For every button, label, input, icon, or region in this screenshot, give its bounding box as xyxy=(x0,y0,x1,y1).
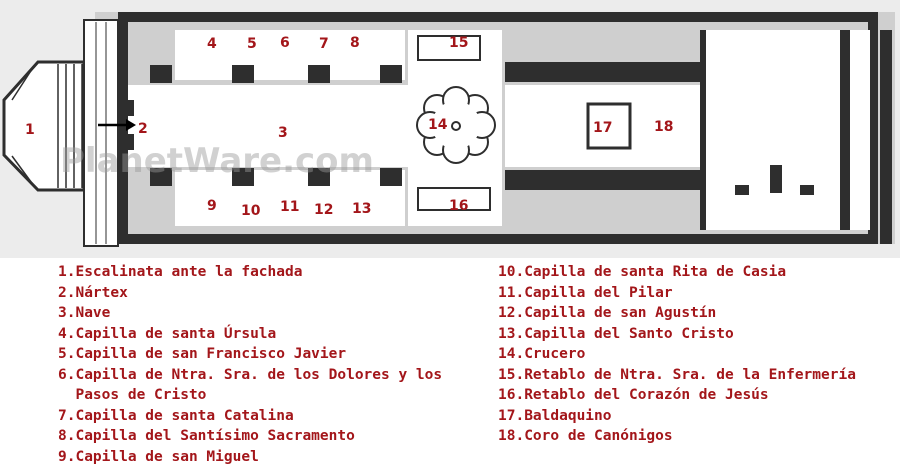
legend-text: Nártex xyxy=(75,284,128,301)
nave-piers xyxy=(124,30,850,230)
legend-item: 18.Coro de Canónigos xyxy=(498,426,893,447)
legend-item: 9.Capilla de san Miguel xyxy=(58,447,488,468)
legend-number: 13. xyxy=(498,325,525,342)
plan-label-16: 16 xyxy=(449,198,468,214)
legend-number: 1. xyxy=(58,264,76,280)
legend-number: 2. xyxy=(58,284,76,301)
plan-label-2: 2 xyxy=(138,121,148,137)
legend-number: 12. xyxy=(498,305,525,321)
legend-number: 11. xyxy=(498,284,525,301)
plan-label-17: 17 xyxy=(593,120,612,136)
nave-floor xyxy=(128,85,408,167)
plan-label-7: 7 xyxy=(319,36,329,52)
legend-text: Capilla del Santo Cristo xyxy=(524,325,734,342)
legend-text: Retablo de Ntra. Sra. de la Enfermería xyxy=(524,366,856,383)
plan-label-13: 13 xyxy=(352,201,371,217)
plan-label-9: 9 xyxy=(207,198,217,214)
legend-text: Capilla de Ntra. Sra. de los Dolores y l… xyxy=(75,366,443,404)
legend-text: Capilla de san Miguel xyxy=(75,448,259,465)
legend-right-column: 10.Capilla de santa Rita de Casia 11.Cap… xyxy=(498,262,893,447)
legend-item: 7.Capilla de santa Catalina xyxy=(58,406,488,427)
plan-label-6: 6 xyxy=(280,35,290,51)
watermark: PlanetWare.com xyxy=(60,141,374,181)
legend-text: Capilla de santa Úrsula xyxy=(75,325,277,342)
legend-text: Crucero xyxy=(524,346,586,362)
plan-label-15: 15 xyxy=(449,35,468,51)
legend-text: Capilla de santa Rita de Casia xyxy=(524,264,787,280)
entrance-steps xyxy=(2,19,119,247)
plan-label-10: 10 xyxy=(241,203,261,219)
legend-item: 2.Nártex xyxy=(58,283,488,304)
legend-left-column: 1.Escalinata ante la fachada 2.Nártex 3.… xyxy=(58,262,488,467)
legend-item: 10.Capilla de santa Rita de Casia xyxy=(498,262,893,283)
baldachin xyxy=(586,102,632,150)
legend-item: 17.Baldaquino xyxy=(498,406,893,427)
south-chapels-floor xyxy=(175,170,405,226)
legend-number: 4. xyxy=(58,325,76,342)
plan-label-14: 14 xyxy=(428,117,448,133)
legend-text: Coro de Canónigos xyxy=(524,428,673,444)
plan-label-1: 1 xyxy=(25,122,35,138)
dome-rosette xyxy=(416,86,496,164)
north-chapels-floor xyxy=(175,30,405,80)
legend-number: 17. xyxy=(498,407,525,424)
legend-item: 1.Escalinata ante la fachada xyxy=(58,262,488,283)
legend-number: 18. xyxy=(498,428,525,444)
legend-number: 6. xyxy=(58,366,76,383)
legend-text: Capilla de san Agustín xyxy=(524,305,717,321)
legend-number: 16. xyxy=(498,387,525,403)
legend-number: 3. xyxy=(58,305,76,321)
legend-text: Escalinata ante la fachada xyxy=(75,264,303,280)
legend-number: 14. xyxy=(498,346,525,362)
legend-number: 15. xyxy=(498,366,525,383)
plan-label-12: 12 xyxy=(314,202,333,218)
legend-text: Nave xyxy=(75,305,111,321)
legend-item: 4.Capilla de santa Úrsula xyxy=(58,324,488,345)
legend-text: Baldaquino xyxy=(524,407,612,424)
legend-item: 11.Capilla del Pilar xyxy=(498,283,893,304)
legend-number: 9. xyxy=(58,448,76,465)
legend-item: 6.Capilla de Ntra. Sra. de los Dolores y… xyxy=(58,365,488,406)
legend-item: 3.Nave xyxy=(58,303,488,324)
legend-number: 8. xyxy=(58,428,76,444)
legend-text: Capilla del Santísimo Sacramento xyxy=(75,428,355,444)
legend-text: Retablo del Corazón de Jesús xyxy=(524,387,769,403)
legend-item: 13.Capilla del Santo Cristo xyxy=(498,324,893,345)
legend-number: 10. xyxy=(498,264,525,280)
plan-label-5: 5 xyxy=(247,36,257,52)
plan-label-4: 4 xyxy=(207,36,217,52)
floor-plan: PlanetWare.com 1 2 3 4 5 6 7 8 9 10 11 1… xyxy=(0,0,900,258)
plan-labels: 1 2 3 4 5 6 7 8 9 10 11 12 13 14 15 16 1… xyxy=(25,35,673,219)
legend-number: 7. xyxy=(58,407,76,424)
arrow-icon xyxy=(98,119,136,131)
outer-walls xyxy=(118,12,892,244)
plan-label-8: 8 xyxy=(350,35,360,51)
plan-label-18: 18 xyxy=(654,119,673,135)
legend-text: Capilla de santa Catalina xyxy=(75,407,294,424)
legend-text: Capilla del Pilar xyxy=(524,284,673,301)
legend-item: 12.Capilla de san Agustín xyxy=(498,303,893,324)
legend-number: 5. xyxy=(58,346,76,362)
legend-item: 15.Retablo de Ntra. Sra. de la Enfermerí… xyxy=(498,365,893,386)
choir-floor xyxy=(505,85,700,167)
legend-item: 5.Capilla de san Francisco Javier xyxy=(58,344,488,365)
legend-item: 8.Capilla del Santísimo Sacramento xyxy=(58,426,488,447)
plan-label-3: 3 xyxy=(278,125,288,141)
legend-item: 14.Crucero xyxy=(498,344,893,365)
legend-text: Capilla de san Francisco Javier xyxy=(75,346,347,362)
plan-label-11: 11 xyxy=(280,199,299,215)
legend-item: 16.Retablo del Corazón de Jesús xyxy=(498,385,893,406)
